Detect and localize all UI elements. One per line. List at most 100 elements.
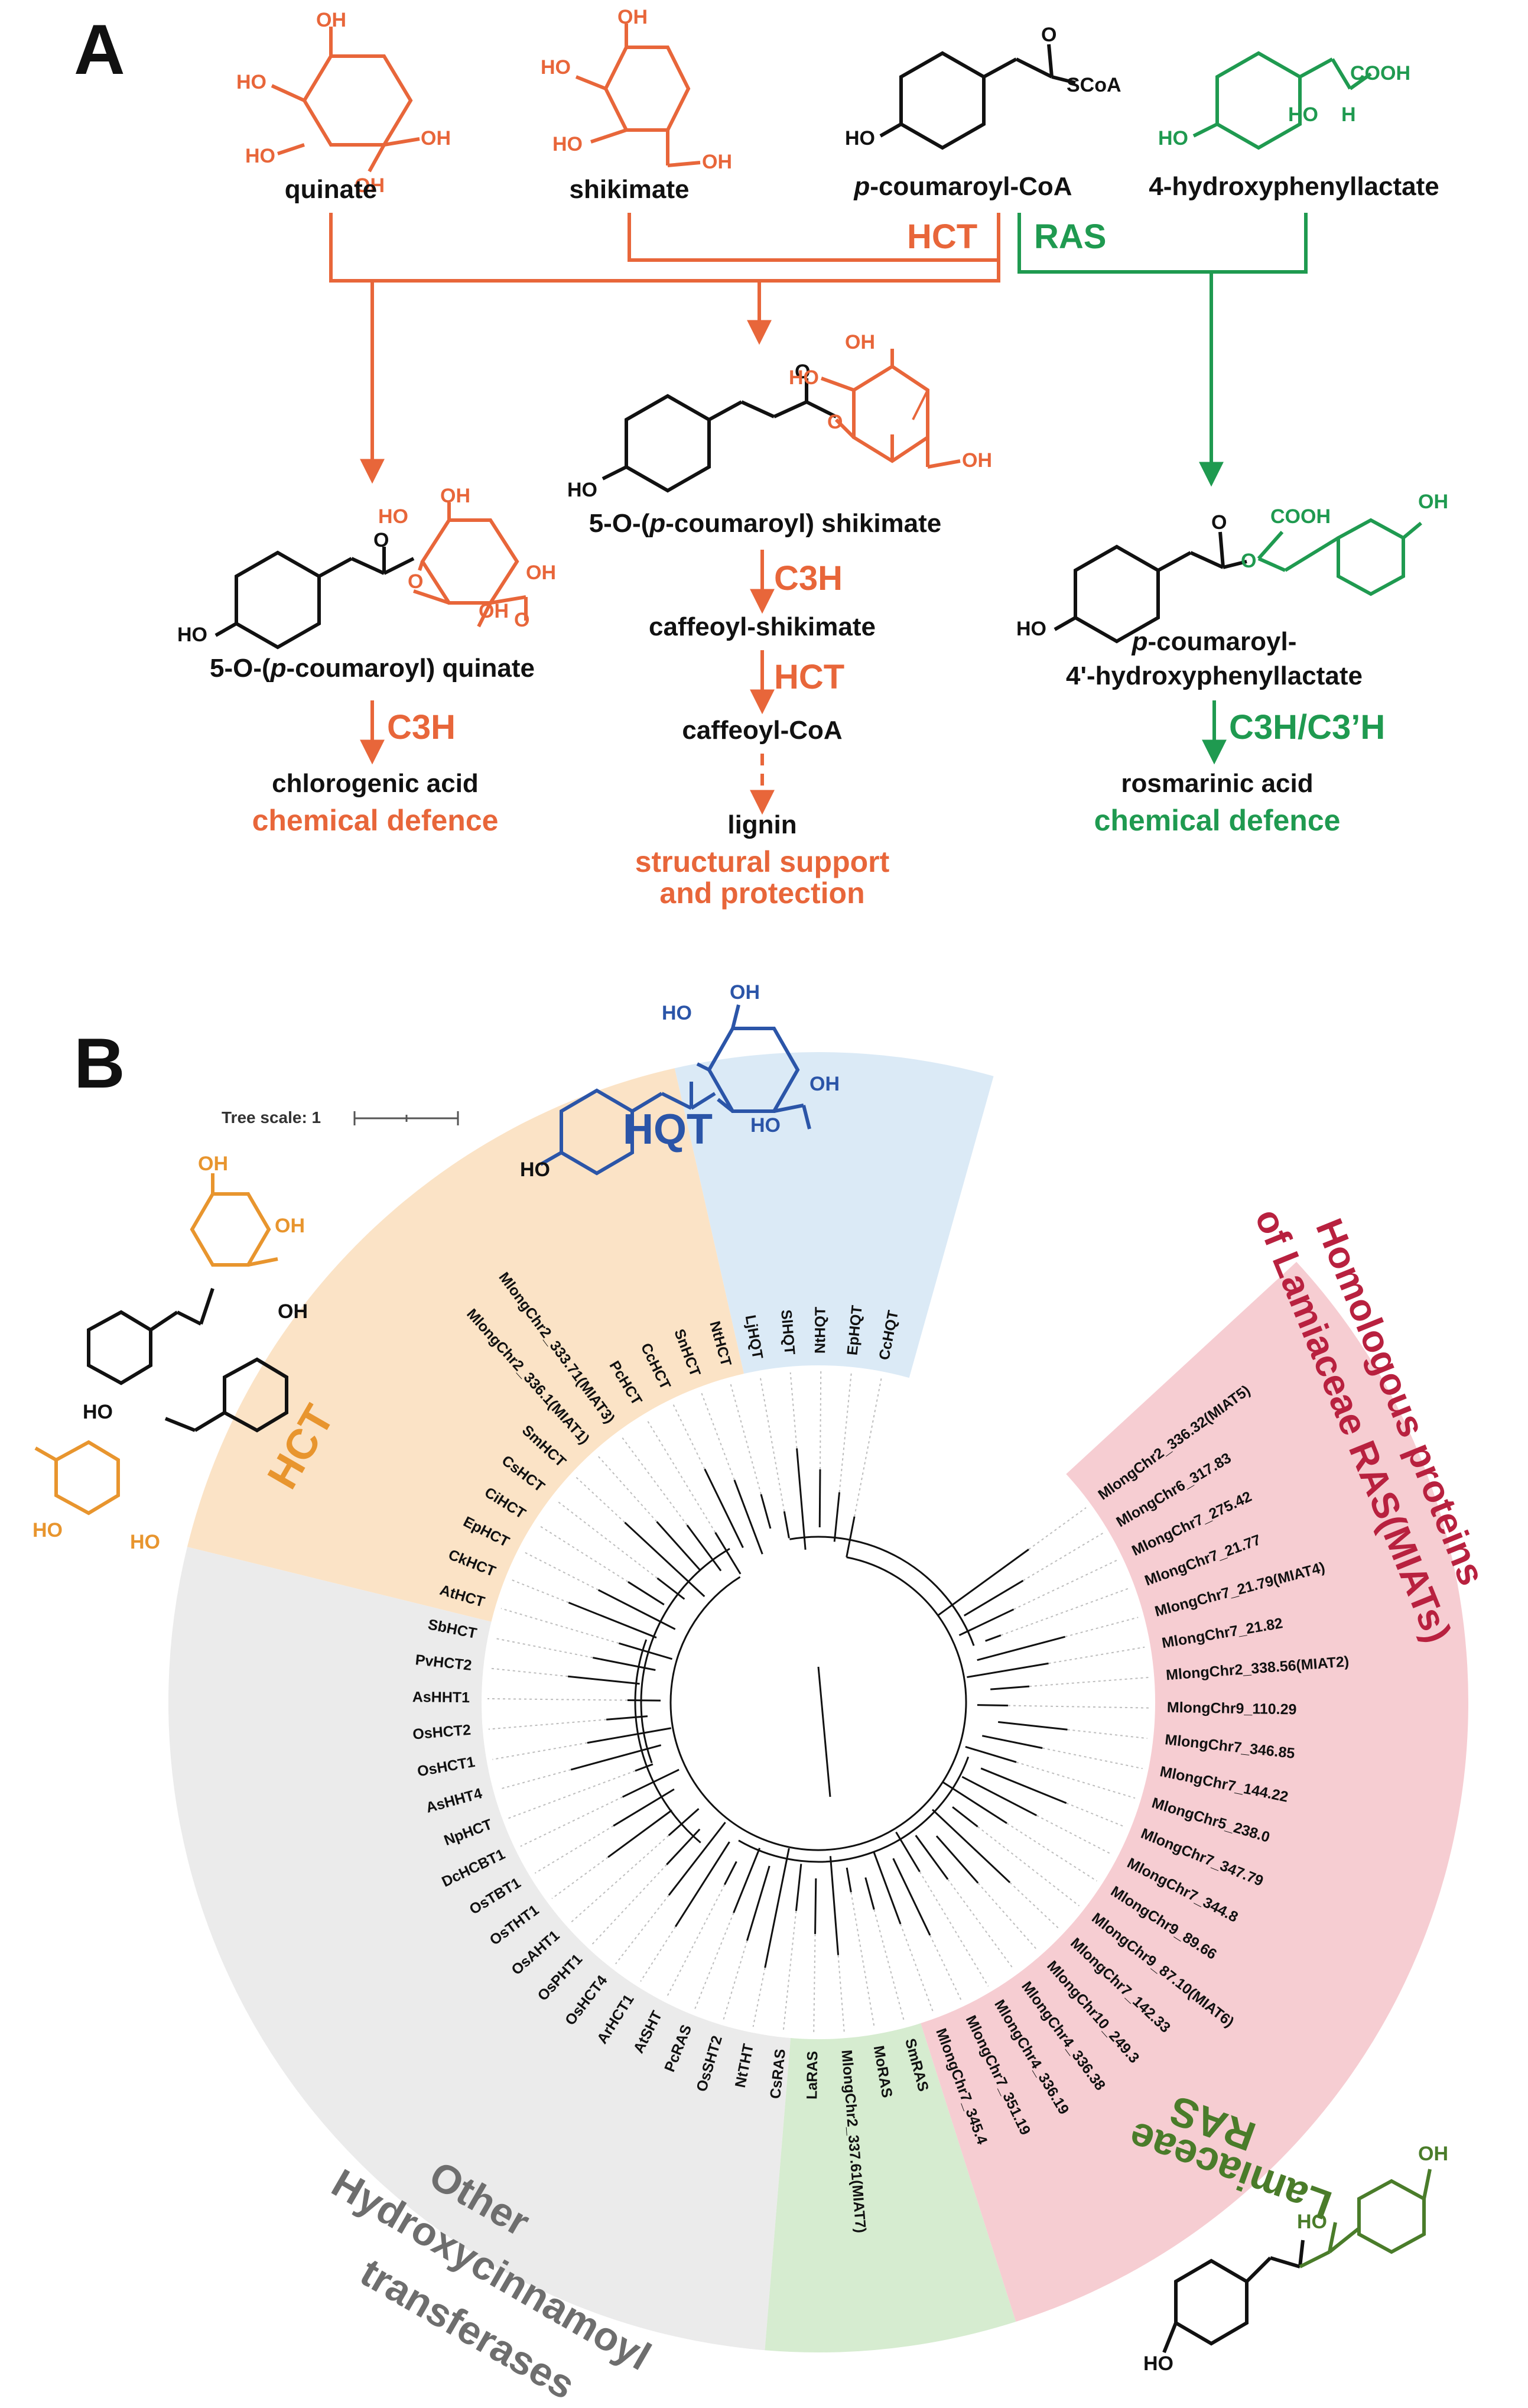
enzyme-hct-top: HCT — [907, 218, 977, 256]
tree-branch — [733, 1848, 761, 1913]
tree-branch — [961, 1776, 1038, 1816]
hppl-cooh: COOH — [1350, 62, 1410, 85]
tree-branch — [833, 1492, 841, 1542]
chlorogenic-acid-label: chlorogenic acid — [272, 769, 479, 798]
tree-branch — [723, 1861, 737, 1885]
caffeoyl-coa-label: caffeoyl-CoA — [682, 716, 842, 745]
tree-arc — [738, 1756, 970, 1863]
hct-oh-1: OH — [198, 1153, 228, 1175]
tree-guide-line — [500, 1608, 619, 1644]
quinate-ho-1: HO — [236, 71, 266, 93]
tree-guide-line — [1048, 1646, 1145, 1664]
cq-oh-top: OH — [440, 485, 470, 507]
tree-guide-line — [551, 1857, 609, 1899]
quinate-oh-top: OH — [316, 9, 346, 31]
tree-branch — [829, 1856, 840, 1955]
tree-branch — [952, 1806, 978, 1828]
tree-branch — [935, 1835, 979, 1884]
tree-guide-line — [508, 1770, 636, 1819]
tree-guide-line — [555, 1500, 658, 1579]
coumaroyl-quinate-label: 5-O-(p-coumaroyl) quinate — [210, 654, 535, 683]
tree-branch — [846, 1516, 856, 1557]
ch-ho-ring: HO — [1016, 618, 1046, 640]
hppl-label: 4-hydroxyphenyllactate — [1149, 172, 1439, 201]
tree-guide-line — [838, 1372, 852, 1492]
tree-branch — [967, 1662, 1049, 1679]
clade-backgrounds — [168, 1052, 1468, 2352]
tree-branch — [915, 1835, 949, 1880]
hqt-ho-ring: HO — [520, 1158, 550, 1181]
quinate-oh-right: OH — [421, 127, 451, 150]
hppl-ho-ring: HO — [1158, 127, 1188, 150]
hppl-structure — [1192, 51, 1372, 150]
enzyme-c3h-left: C3H — [387, 708, 456, 747]
pathway-lines-green — [1017, 213, 1308, 487]
tree-branch — [985, 1634, 1002, 1642]
tree-branch — [864, 1877, 875, 1910]
tree-branch — [668, 1822, 726, 1896]
hct-oh-2: OH — [275, 1215, 305, 1237]
cq-o-carbonyl: O — [373, 529, 389, 551]
shikimate-label: shikimate — [570, 175, 690, 204]
tree-branch — [892, 1858, 931, 1936]
tree-branch — [619, 1642, 673, 1660]
hct-ho-3: HO — [130, 1531, 160, 1553]
enzyme-c3h-mid: C3H — [774, 559, 843, 598]
tree-branch — [570, 1744, 662, 1771]
enzyme-c3h-c3ph: C3H/C3’H — [1229, 708, 1385, 747]
ch-o-carbonyl: O — [1211, 511, 1227, 534]
cq-oh-bottom: OH — [479, 600, 509, 622]
role-structural-1: structural support — [635, 845, 890, 878]
tree-branch — [597, 1589, 676, 1630]
lignin-label: lignin — [727, 810, 796, 839]
quinate-oh-bottom: OH — [355, 174, 385, 197]
pathway-lines-orange — [329, 213, 1000, 484]
caffeoyl-shikimate-label: caffeoyl-shikimate — [649, 612, 876, 641]
coa-ho: HO — [845, 127, 875, 150]
tree-guide-line — [597, 1455, 658, 1523]
quinate-structure — [271, 27, 420, 173]
tree-guide-line — [575, 1476, 626, 1523]
hppl-h: H — [1341, 103, 1356, 126]
role-chem-defence-right: chemical defence — [1094, 804, 1341, 837]
tree-guide-line — [538, 1524, 629, 1583]
shikimate-oh-top: OH — [617, 6, 648, 28]
tree-guide-line — [837, 1955, 845, 2033]
tree-branch — [587, 1727, 672, 1744]
tree-guide-line — [640, 1926, 677, 1982]
ch-oh: OH — [1418, 491, 1448, 513]
coumaroyl-quinate-ring — [413, 502, 528, 628]
ch-o-ester: O — [1241, 550, 1256, 572]
tree-guide-line — [782, 1910, 797, 2031]
ras-structure — [1162, 2169, 1432, 2354]
hct-oh-3: OH — [278, 1300, 308, 1323]
tree-arc — [789, 1536, 975, 1646]
tree-branch — [628, 1699, 661, 1702]
coa-scoa: SCoA — [1067, 74, 1121, 96]
tree-guide-line — [813, 1933, 816, 2033]
tree-guide-line — [646, 1419, 716, 1533]
tree-guide-line — [487, 1698, 628, 1701]
coumaroyl-shikimate-ring — [820, 349, 961, 469]
tree-guide-line — [730, 1383, 762, 1495]
cs-ho-ring: HO — [567, 479, 597, 501]
coa-o: O — [1041, 24, 1056, 46]
clade-bg-miat — [818, 1261, 1468, 2322]
tree-branch — [814, 1878, 817, 1934]
enzyme-hct-mid: HCT — [774, 658, 844, 696]
tree-guide-line — [570, 1835, 669, 1923]
tree-arc — [640, 1547, 730, 1764]
tree-guide-line — [492, 1742, 588, 1760]
tree-center-disk — [482, 1365, 1155, 2039]
tree-guide-line — [873, 1909, 905, 2023]
tree-branch — [796, 1448, 807, 1550]
cq-ho: HO — [378, 505, 408, 528]
tree-guide-line — [1028, 1507, 1087, 1550]
hct-structures — [34, 1173, 288, 1515]
coumaroyl-shikimate-structure — [602, 378, 837, 493]
cs-ho: HO — [789, 366, 819, 389]
rosmarinic-acid-label: rosmarinic acid — [1121, 769, 1313, 798]
coumaroyl-coa-label: p-coumaroyl-CoA — [853, 172, 1072, 201]
tree-branch — [965, 1745, 1017, 1763]
tree-branch — [931, 1809, 1011, 1883]
